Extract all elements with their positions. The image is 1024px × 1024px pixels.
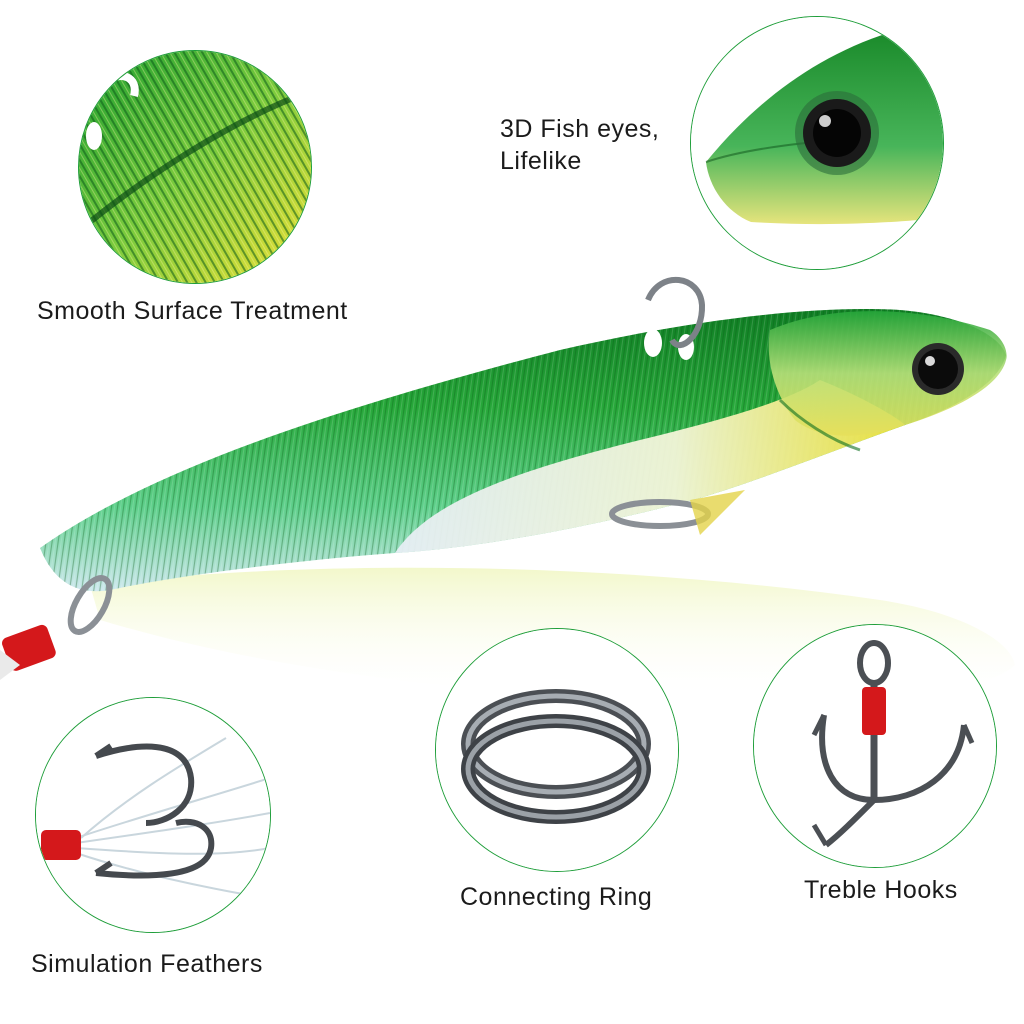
fish-eyes-label-line2: Lifelike [500,147,582,175]
lure-head [768,311,1007,436]
tail-ring [67,575,113,635]
fish-eye-image [691,17,943,269]
fish-eye-circle [690,16,944,270]
treble-hooks-circle [753,624,997,868]
surface-detail-image [79,51,311,283]
smooth-surface-label: Smooth Surface Treatment [37,297,348,325]
feathers-image [36,698,270,932]
connecting-ring-label: Connecting Ring [460,883,653,911]
lure-belly [395,380,905,553]
surface-detail-circle [78,50,312,284]
treble-hooks-label: Treble Hooks [804,876,958,904]
simulation-feathers-label: Simulation Feathers [31,950,263,978]
top-ring [645,276,706,349]
split-ring-image [436,629,678,871]
treble-hook-image [754,625,996,867]
connecting-ring-circle [435,628,679,872]
feathers-circle [35,697,271,933]
fish-eyes-label-line1: 3D Fish eyes, [500,115,660,143]
